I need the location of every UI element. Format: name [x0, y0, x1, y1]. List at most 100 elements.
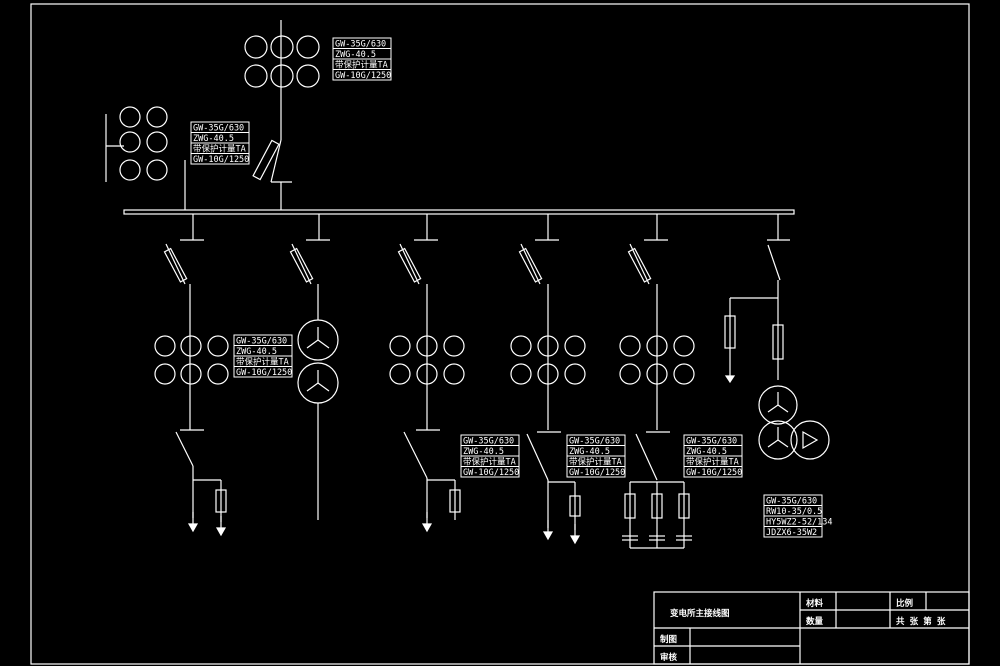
- pt-fuse: [772, 324, 784, 360]
- spec-line-box: [566, 466, 626, 478]
- bay-3: [389, 214, 465, 533]
- fuse: [518, 247, 543, 283]
- spec-line-text: ZWG-40.5: [236, 347, 277, 357]
- pt-bay: [724, 214, 830, 460]
- spec-line-text: GW-35G/630: [569, 437, 620, 447]
- spec-line-text: JDZX6-35W2: [766, 528, 817, 538]
- spec-line-text: ZWG-40.5: [569, 447, 610, 457]
- spec-line-text: GW-35G/630: [463, 437, 514, 447]
- arrester: [724, 315, 736, 349]
- spec-line-text: GW-10G/1250: [335, 71, 391, 81]
- ct-coil: [646, 335, 668, 357]
- spec-line-text: 带保护计量TA: [236, 357, 289, 368]
- spec-line-text: 带保护计量TA: [463, 457, 516, 468]
- spec-line-text: GW-35G/630: [193, 124, 244, 134]
- ground-arrow: [215, 527, 227, 537]
- spec-line-text: RW10-35/0.5: [766, 507, 822, 517]
- spec-line-text: 带保护计量TA: [193, 144, 246, 155]
- material-label: 材料: [805, 598, 824, 609]
- ct-coil: [443, 363, 465, 385]
- quantity-label: 数量: [806, 616, 824, 627]
- spec-line-text: ZWG-40.5: [335, 50, 376, 60]
- ground-arrow: [187, 523, 199, 533]
- spec-line-text: GW-35G/630: [766, 497, 817, 507]
- ct-coil: [416, 335, 438, 357]
- ct-coil: [180, 363, 202, 385]
- ct-coil: [673, 363, 695, 385]
- fuse: [163, 247, 188, 283]
- ct-coil: [619, 335, 641, 357]
- ct-coil: [537, 335, 559, 357]
- ct-coil: [646, 363, 668, 385]
- fuse: [627, 247, 652, 283]
- spec-line-text: GW-35G/630: [335, 40, 386, 50]
- incoming-feeder-top: [244, 20, 320, 210]
- spec-line-text: 带保护计量TA: [335, 60, 388, 71]
- spec-line-text: 带保护计量TA: [569, 457, 622, 468]
- spec-line-text: ZWG-40.5: [463, 447, 504, 457]
- spec-line-text: GW-10G/1250: [686, 468, 742, 478]
- ct-coil: [389, 363, 411, 385]
- ct-coil: [154, 363, 176, 385]
- spec-line-text: GW-35G/630: [686, 437, 737, 447]
- ground-arrow: [542, 531, 554, 541]
- spec-line-text: GW-10G/1250: [463, 468, 519, 478]
- ct-coil: [673, 335, 695, 357]
- capacitor-fuse: [678, 493, 690, 519]
- spec-group-pt-bay: GW-35G/630RW10-35/0.5HY5WZ2-52/134JDZX6-…: [763, 494, 833, 538]
- arrester: [569, 495, 581, 517]
- checked-label: 审核: [660, 652, 678, 663]
- spec-line-text: GW-10G/1250: [569, 468, 625, 478]
- spec-line-text: GW-35G/630: [236, 337, 287, 347]
- spec-line-box: [233, 366, 293, 378]
- bay-5-capacitor: [619, 214, 695, 549]
- sheets-label: 共 张 第 张: [896, 616, 946, 627]
- ground-arrow: [724, 375, 736, 384]
- scale-label: 比例: [896, 598, 914, 609]
- ct-coil: [537, 363, 559, 385]
- bay-2-transformer: [289, 214, 339, 520]
- ct-coil: [510, 335, 532, 357]
- spec-line-text: ZWG-40.5: [686, 447, 727, 457]
- ground-arrow: [421, 523, 433, 533]
- spec-labels: GW-35G/630ZWG-40.5带保护计量TAGW-10G/1250GW-3…: [190, 37, 833, 538]
- drawn-label: 制图: [660, 634, 677, 645]
- spec-line-box: [190, 153, 250, 165]
- drawing-title: 变电所主接线图: [670, 608, 730, 619]
- spec-line-text: ZWG-40.5: [193, 134, 234, 144]
- feeder-bays: [154, 214, 695, 549]
- ground-arrow: [569, 535, 581, 545]
- fuse: [397, 247, 422, 283]
- ct-coil: [443, 335, 465, 357]
- bay-1: [154, 214, 229, 537]
- main-busbar: [123, 209, 795, 215]
- capacitor-fuse: [651, 493, 663, 519]
- ct-coil: [510, 363, 532, 385]
- ct-coil: [207, 363, 229, 385]
- spec-line-box: [460, 466, 520, 478]
- spec-line-text: GW-10G/1250: [193, 155, 249, 165]
- arrester: [215, 489, 227, 513]
- transformer-winding: [297, 319, 339, 361]
- spec-line-box: [332, 69, 392, 81]
- spec-line-box: [683, 466, 743, 478]
- arrester: [449, 489, 461, 513]
- fuse: [289, 247, 314, 283]
- spec-line-box: [763, 526, 823, 538]
- ct-coil: [207, 335, 229, 357]
- capacitor-fuse: [624, 493, 636, 519]
- title-block: 变电所主接线图 材料 数量 比例 共 张 第 张 制图 审核: [653, 591, 970, 665]
- bay-4: [510, 214, 586, 545]
- incoming-feeder-left: [105, 106, 186, 210]
- ct-coil: [180, 335, 202, 357]
- ct-coil: [619, 363, 641, 385]
- ct-coil: [564, 335, 586, 357]
- spec-line-text: 带保护计量TA: [686, 457, 739, 468]
